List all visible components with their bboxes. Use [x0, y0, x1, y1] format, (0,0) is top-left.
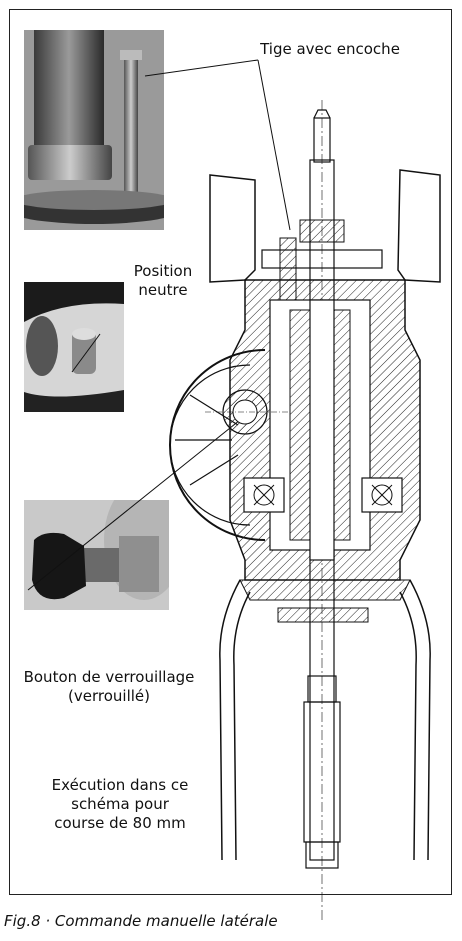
label-text: neutre — [138, 281, 188, 299]
leader-rod-notch-drop — [257, 59, 291, 231]
figure-frame — [9, 9, 452, 895]
label-execution-note: Exécution dans ce schéma pour course de … — [40, 776, 200, 833]
photo-neutral-position — [24, 282, 124, 412]
label-rod-with-notch: Tige avec encoche — [230, 40, 430, 59]
photo-lock-button — [24, 500, 169, 610]
label-text: Bouton de verrouillage — [23, 668, 195, 686]
label-neutral-position: Position neutre — [118, 262, 208, 300]
label-text: (verrouillé) — [68, 687, 150, 705]
label-text: Position — [133, 262, 193, 280]
label-text: Tige avec encoche — [260, 40, 400, 58]
label-lock-button: Bouton de verrouillage (verrouillé) — [14, 668, 204, 706]
leader-lock-button — [27, 419, 241, 591]
photo-rod-with-notch — [24, 30, 164, 230]
label-text: schéma pour — [71, 795, 169, 813]
leader-rod-notch — [144, 59, 259, 77]
yoke-left-top — [209, 174, 256, 283]
leader-neutral — [71, 333, 101, 373]
label-text: Exécution dans ce — [51, 776, 189, 794]
label-text: course de 80 mm — [54, 814, 186, 832]
figure-caption: Fig.8 · Commande manuelle latérale — [4, 912, 278, 930]
